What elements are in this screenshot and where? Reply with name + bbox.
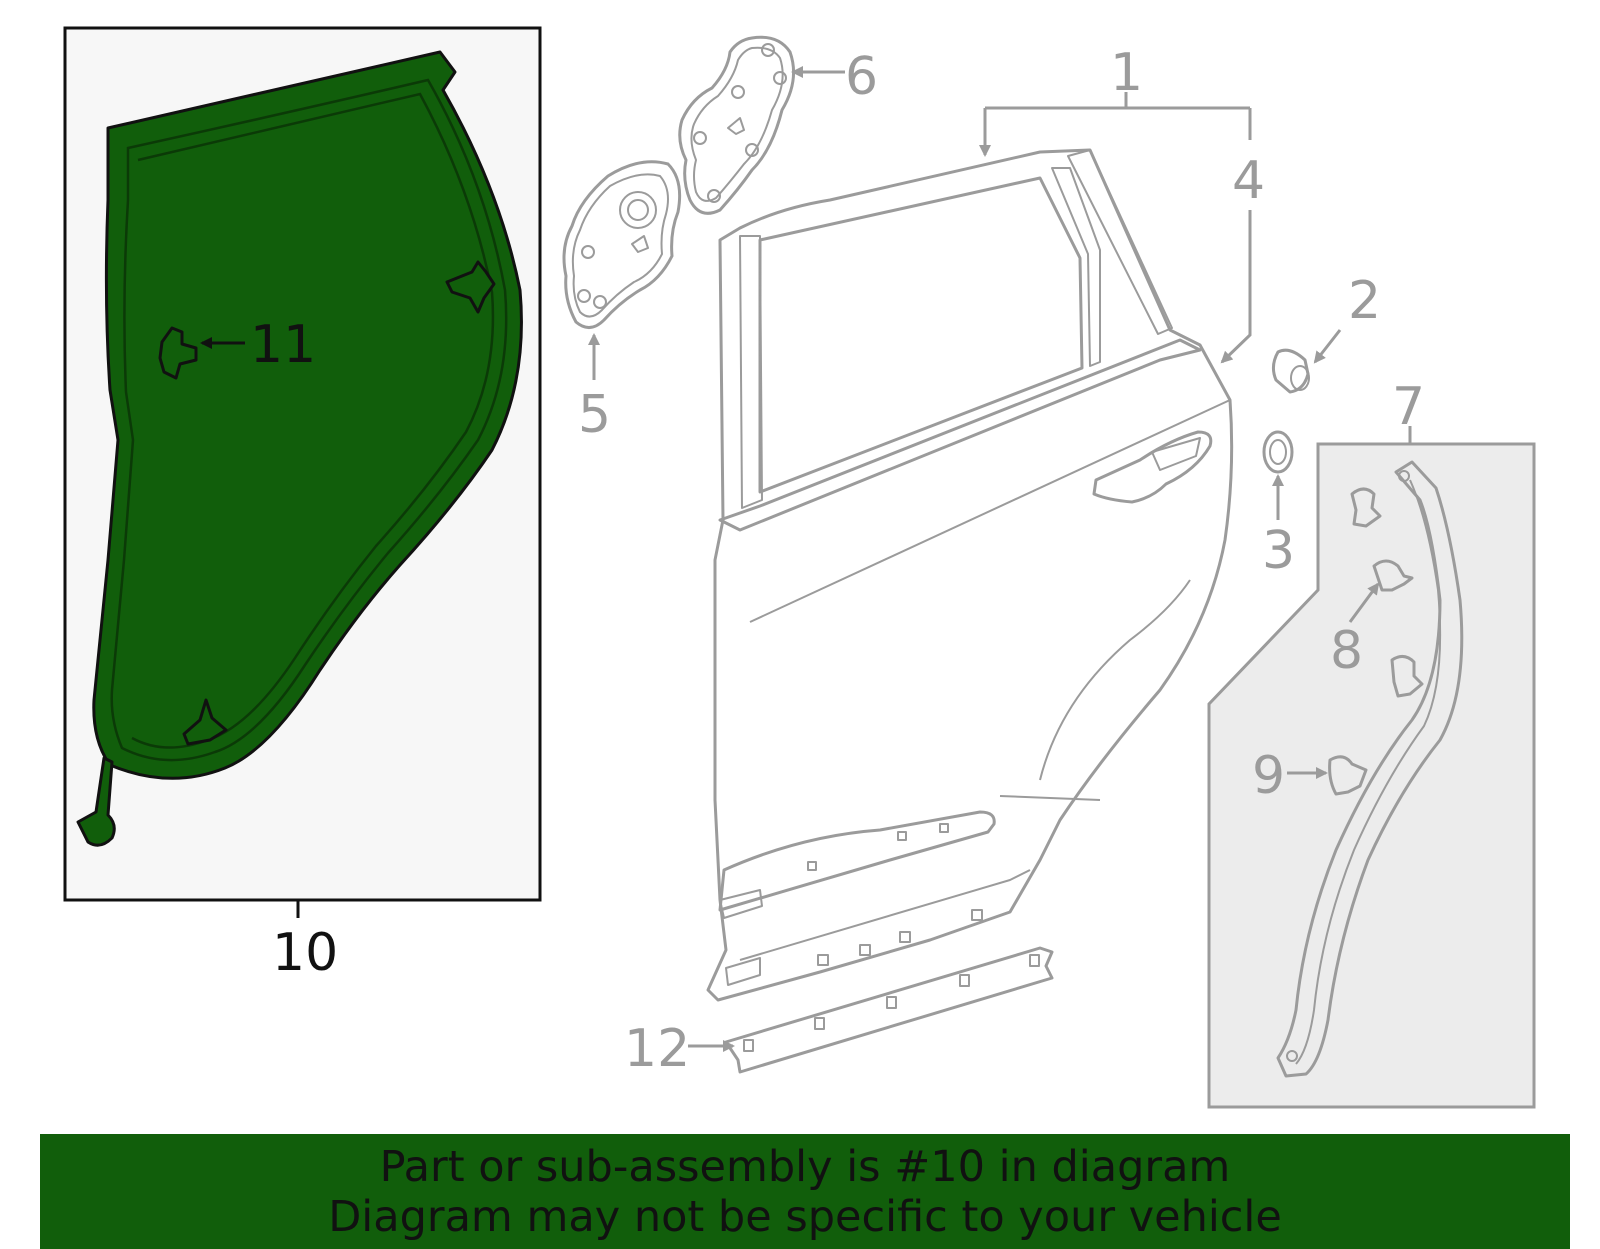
door-grommet-part-3[interactable] bbox=[1262, 430, 1294, 474]
door-sill-strip-part-12[interactable] bbox=[724, 946, 1054, 1074]
retainer-clip-part-8[interactable] bbox=[1372, 559, 1414, 592]
callout-11: 11 bbox=[250, 315, 316, 375]
door-shell-part-1[interactable] bbox=[706, 148, 1234, 1002]
banner-line-2: Diagram may not be specific to your vehi… bbox=[328, 1192, 1282, 1242]
retainer-clip-a[interactable] bbox=[1350, 487, 1382, 528]
info-banner: Part or sub-assembly is #10 in diagram D… bbox=[40, 1134, 1570, 1249]
callout-6: 6 bbox=[845, 47, 878, 107]
callout-1: 1 bbox=[1110, 43, 1143, 103]
callout-5: 5 bbox=[578, 385, 611, 445]
callout-10: 10 bbox=[272, 923, 338, 983]
callout-7: 7 bbox=[1392, 377, 1425, 437]
callout-9: 9 bbox=[1252, 746, 1285, 806]
door-bumper-part-2[interactable] bbox=[1271, 348, 1310, 394]
retainer-clip-b[interactable] bbox=[1390, 655, 1424, 698]
callout-1-bracket bbox=[979, 92, 1252, 157]
banner-line-1: Part or sub-assembly is #10 in diagram bbox=[379, 1142, 1231, 1192]
callout-4: 4 bbox=[1232, 151, 1265, 211]
door-weatherstrip-part-10[interactable] bbox=[76, 50, 523, 847]
door-hinge-upper-part-6[interactable] bbox=[678, 35, 796, 215]
inset-box-part-7 bbox=[1207, 426, 1536, 1109]
retainer-clip-part-9[interactable] bbox=[1328, 755, 1368, 796]
callout-8: 8 bbox=[1330, 621, 1363, 681]
weatherstrip-clip-part-11[interactable] bbox=[158, 326, 198, 380]
door-hinge-lower-part-5[interactable] bbox=[562, 160, 682, 329]
leader-4 bbox=[1220, 210, 1252, 364]
callout-3: 3 bbox=[1262, 521, 1295, 581]
inset-box-part-10: 11 10 bbox=[63, 26, 542, 983]
callout-12: 12 bbox=[624, 1019, 690, 1079]
leader-2 bbox=[1313, 329, 1342, 364]
door-molding-part-7[interactable] bbox=[1276, 460, 1464, 1078]
callout-2: 2 bbox=[1348, 271, 1381, 331]
leader-8 bbox=[1348, 582, 1380, 623]
